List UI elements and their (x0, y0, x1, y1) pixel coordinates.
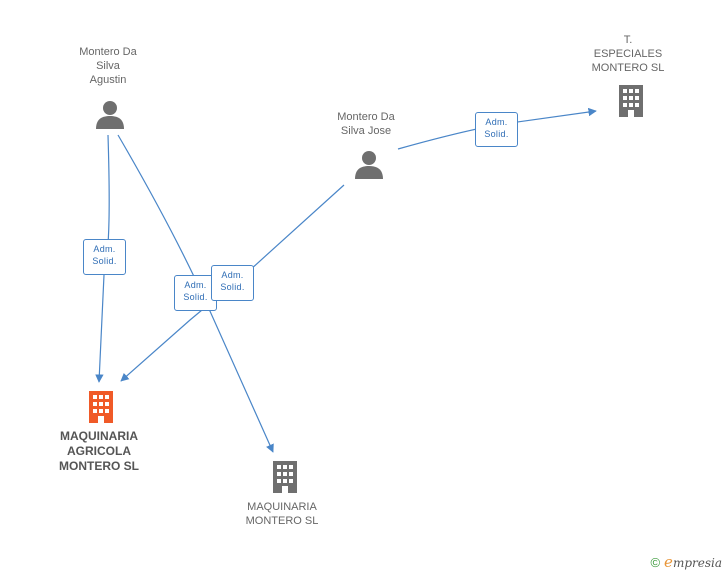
company-agricola-label[interactable]: MAQUINARIA AGRICOLA MONTERO SL (59, 429, 139, 473)
edge-label-line1: Adm. (485, 117, 508, 127)
edge-label-line1: Adm. (221, 270, 244, 280)
copyright-watermark: ©empresia (650, 553, 722, 571)
company-especiales-label[interactable]: T. ESPECIALES MONTERO SL (591, 34, 665, 74)
person-jose-label[interactable]: Montero Da Silva Jose (337, 111, 395, 137)
person-agustin-label[interactable]: Montero Da Silva Agustin (79, 46, 137, 86)
building-icon[interactable] (269, 460, 301, 494)
edge-label-line1: Adm. (93, 244, 116, 254)
edge-label-line2: Solid. (183, 292, 208, 302)
building-icon[interactable] (615, 84, 647, 118)
edge-label-line2: Solid. (92, 256, 117, 266)
edge-label-line1: Adm. (184, 280, 207, 290)
edge-label-line2: Solid. (484, 129, 509, 139)
person-icon[interactable] (354, 150, 384, 180)
building-icon[interactable] (85, 390, 117, 424)
person-icon[interactable] (95, 100, 125, 130)
copyright-icon: © (650, 555, 661, 570)
brand-logo: empresia (664, 553, 722, 571)
edge-label-line2: Solid. (220, 282, 245, 292)
company-maquinaria-label[interactable]: MAQUINARIA MONTERO SL (245, 501, 319, 527)
edge-label-jose-especiales[interactable]: Adm. Solid. (475, 112, 518, 147)
edge-label-jose-agricola[interactable]: Adm. Solid. (211, 265, 254, 301)
edge-label-agustin-agricola[interactable]: Adm. Solid. (83, 239, 126, 275)
